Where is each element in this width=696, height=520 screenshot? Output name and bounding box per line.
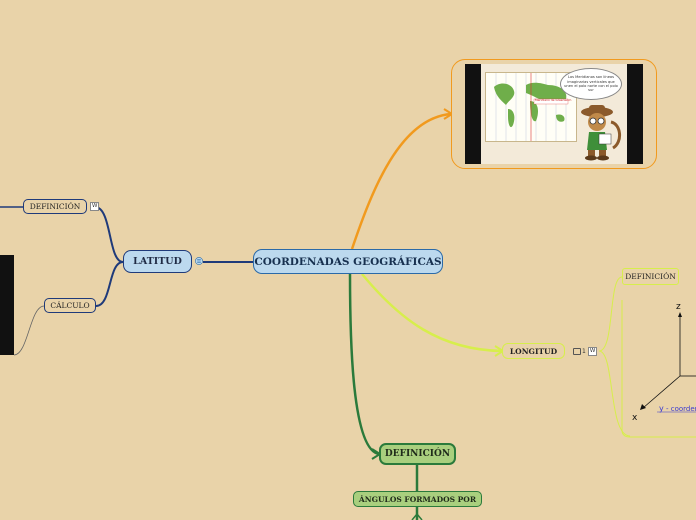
connector-longitud-image [598, 350, 631, 437]
map-label: Meridiano de Greenwich [535, 98, 572, 102]
root-node[interactable]: COORDENADAS GEOGRÁFICAS [253, 249, 443, 274]
definicion-node[interactable]: DEFINICIÓN [379, 443, 456, 465]
definicion-attachment-badge[interactable]: W [88, 202, 100, 211]
wikipedia-icon: W [587, 347, 598, 356]
video-letterbox-left [465, 64, 481, 164]
connector-latitud-calculo [95, 261, 124, 307]
y-axis-text: - coordenad [665, 405, 696, 413]
connector-latitud-definicion [94, 206, 124, 263]
wikipedia-icon: W [90, 202, 100, 211]
video-thumbnail[interactable]: Meridiano de Greenwich Los Meridianos so… [465, 64, 643, 164]
notes-icon[interactable] [195, 256, 203, 266]
longitud-frame [621, 300, 696, 438]
latitud-definicion-node[interactable]: DEFINICIÓN [23, 199, 87, 214]
attachment-count: 1 [582, 348, 586, 355]
connector-root-media [350, 112, 452, 250]
explorer-character-icon [581, 105, 621, 161]
connector-root-longitud [361, 273, 503, 353]
coordinate-axes-diagram [640, 312, 696, 413]
video-letterbox-right [627, 64, 643, 164]
connector-longitud-definicion [598, 276, 623, 352]
latitud-calculo-node[interactable]: CÁLCULO [44, 298, 96, 313]
offscreen-image [0, 255, 14, 355]
z-axis-label: z [676, 302, 681, 312]
latitud-node[interactable]: LATITUD [123, 250, 192, 273]
longitud-node[interactable]: LONGITUD [502, 343, 565, 359]
angulos-node[interactable]: ÁNGULOS FORMADOS POR [353, 491, 482, 507]
connector-root-definicion [348, 273, 380, 456]
comment-icon [573, 348, 581, 355]
longitud-definicion-node[interactable]: DEFINICIÓN [622, 268, 679, 285]
y-axis-label: y [659, 404, 664, 413]
longitud-attachments-badge[interactable]: 1 W [573, 347, 598, 356]
y-coordinate-label: y - coordenad [659, 404, 696, 413]
x-axis-label: x [632, 413, 638, 423]
speech-bubble: Los Meridianos son líneas imaginarias ve… [560, 68, 622, 100]
connector-calculo-offscreen [13, 305, 45, 356]
